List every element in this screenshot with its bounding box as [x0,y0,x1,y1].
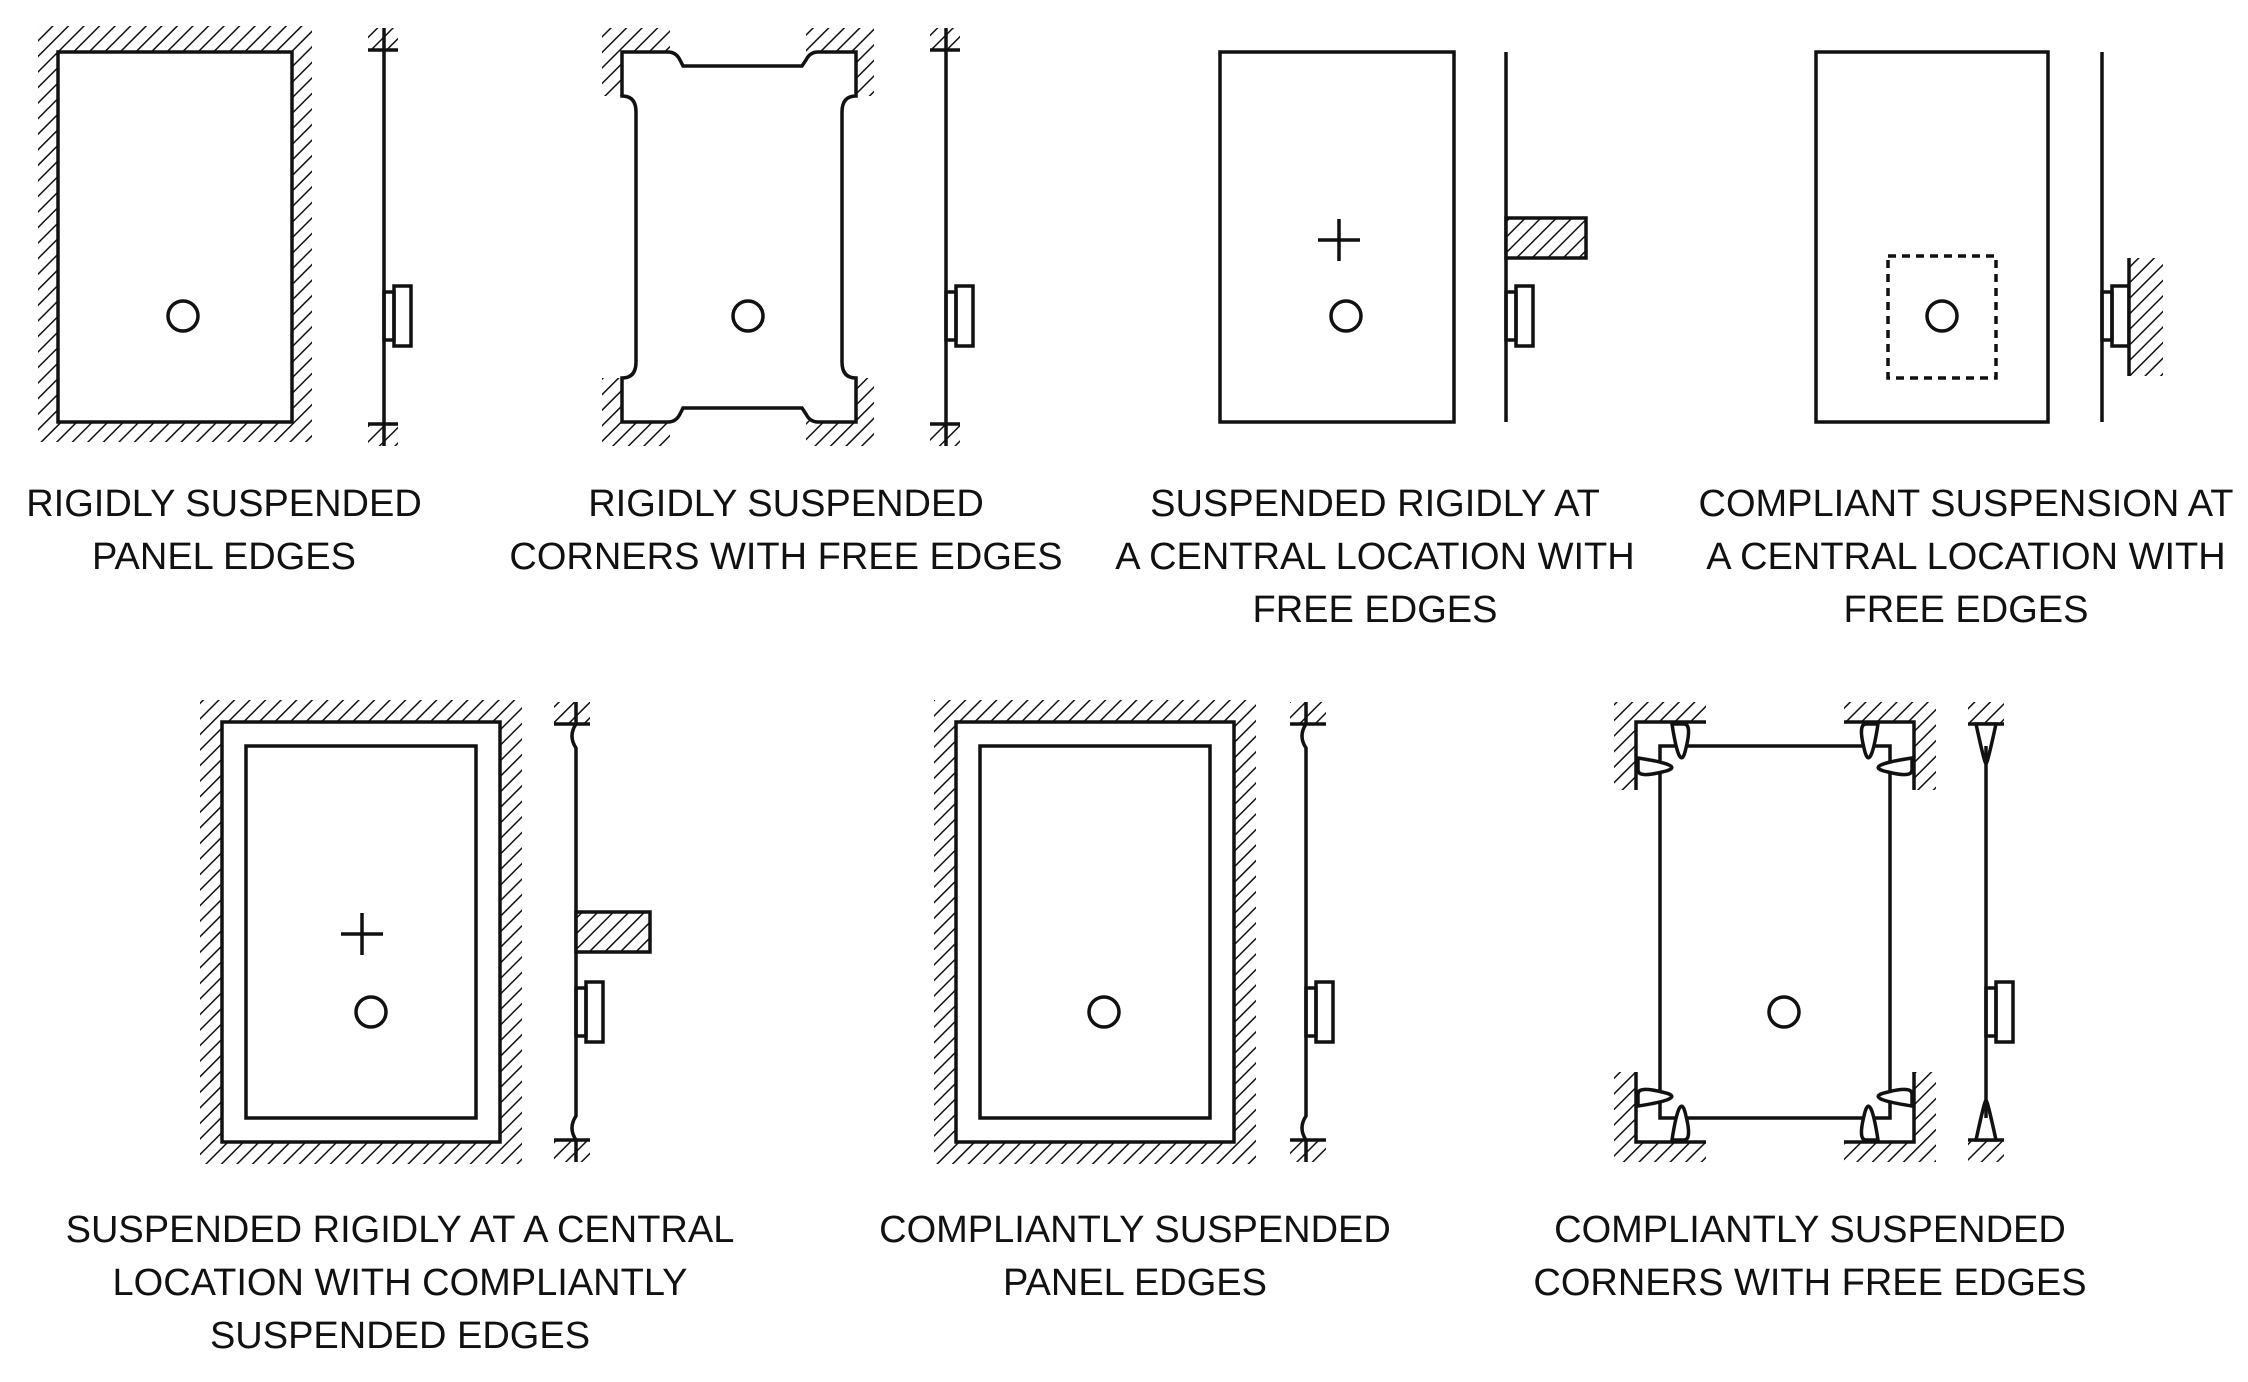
compliant-mount-tl-h [1636,755,1674,777]
panel-rigid-edges [38,26,413,446]
panel-front [620,50,858,424]
caption-line: A CENTRAL LOCATION WITH [1115,536,1635,578]
panel-rigid-central-compliant-edges [200,700,652,1164]
compliant-mount-br-h [1876,1087,1914,1109]
corner-bracket-bl [1614,1072,1706,1162]
panel-front [1658,744,1892,1120]
exciter-side-body [584,980,605,1044]
caption-line: SUSPENDED RIGIDLY AT [1150,483,1600,525]
corner-bracket-tl [1614,702,1706,790]
compliant-mount-dashed [1886,254,1998,380]
frame-inner-edge [954,720,1236,1144]
caption-rigid-central: SUSPENDED RIGIDLY AT A CENTRAL LOCATION … [1100,478,1650,637]
compliant-mount-br-v [1859,1104,1881,1142]
caption-compliant-edges: COMPLIANTLY SUSPENDED PANEL EDGES [850,1204,1420,1310]
caption-line: CORNERS WITH FREE EDGES [1533,1262,2087,1304]
exciter-side-body [1514,284,1535,348]
caption-line: RIGIDLY SUSPENDED [26,483,422,525]
caption-line: COMPLIANTLY SUSPENDED [1554,1209,2066,1251]
panel-side-compliant [1300,702,1308,1162]
exciter-circle [731,299,765,333]
caption-line: SUSPENDED EDGES [209,1315,591,1357]
exciter-circle [1767,995,1801,1029]
caption-line: FREE EDGES [1252,589,1498,631]
compliant-support-block [2129,258,2163,376]
hatched-frame [934,700,1256,1164]
panel-front [1218,50,1456,424]
exciter-circle [1087,995,1121,1029]
caption-rigid-corners: RIGIDLY SUSPENDED CORNERS WITH FREE EDGE… [500,478,1072,584]
caption-line: SUSPENDED RIGIDLY AT A CENTRAL [65,1209,735,1251]
caption-line: COMPLIANTLY SUSPENDED [879,1209,1391,1251]
panel-compliant-edges [934,700,1335,1164]
caption-line: PANEL EDGES [1003,1262,1267,1304]
exciter-side-body [1314,980,1335,1044]
exciter-side-body [2110,284,2131,348]
compliant-mount-bl-h [1636,1087,1674,1109]
compliant-mount-bl-v [1669,1104,1691,1142]
exciter-side-body [392,284,413,348]
caption-compliant-corners: COMPLIANTLY SUSPENDED CORNERS WITH FREE … [1520,1204,2100,1310]
compliant-mount-tl-v [1669,722,1691,760]
caption-rigid-edges: RIGIDLY SUSPENDED PANEL EDGES [0,478,448,584]
exciter-circle [1925,299,1959,333]
caption-line: LOCATION WITH COMPLIANTLY [112,1262,688,1304]
panel-front [56,50,294,424]
exciter-circle [354,995,388,1029]
exciter-circle [166,299,200,333]
panel-compliant-corners [1614,702,2015,1162]
caption-line: PANEL EDGES [92,536,356,578]
panel-compliant-central [1814,50,2163,424]
rigid-support-arm [1504,216,1588,260]
frame-inner-edge [220,720,502,1144]
caption-line: RIGIDLY SUSPENDED [588,483,984,525]
compliant-mount-tr-v [1859,722,1881,760]
exciter-circle [1329,299,1363,333]
panel-front [978,744,1212,1120]
hatched-frame [38,26,312,442]
caption-line: COMPLIANT SUSPENSION AT [1698,483,2234,525]
caption-line: CORNERS WITH FREE EDGES [509,536,1063,578]
exciter-side-body [954,284,975,348]
compliant-mount-tr-h [1876,755,1914,777]
caption-compliant-central: COMPLIANT SUSPENSION AT A CENTRAL LOCATI… [1688,478,2244,637]
caption-line: FREE EDGES [1843,589,2089,631]
panel-rigid-central [1218,50,1588,424]
caption-rigid-central-compliant-edges: SUSPENDED RIGIDLY AT A CENTRAL LOCATION … [40,1204,760,1363]
caption-line: A CENTRAL LOCATION WITH [1706,536,2226,578]
corner-bracket-tr [1844,702,1936,790]
panel-front [244,744,478,1120]
panel-rigid-corners [602,28,975,446]
exciter-side-body [1994,980,2015,1044]
corner-bracket-br [1844,1072,1936,1162]
panel-front [1814,50,2050,424]
rigid-support-arm [574,910,652,954]
